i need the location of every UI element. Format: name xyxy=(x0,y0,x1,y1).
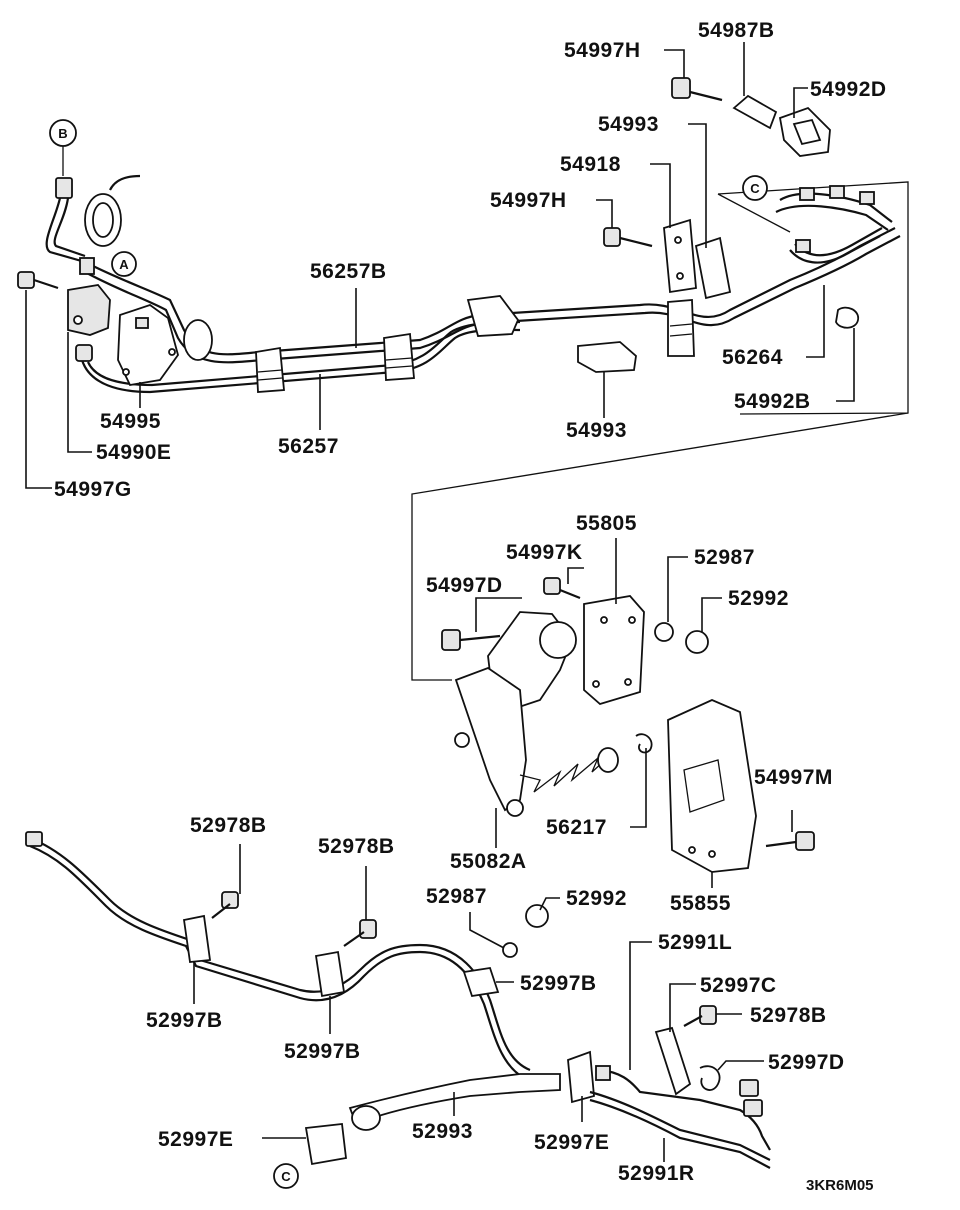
part-label: 52997B xyxy=(146,1009,223,1032)
part-label: 56217 xyxy=(546,816,607,839)
diagram-code: 3KR6M05 xyxy=(806,1177,874,1194)
part-label: 55082A xyxy=(450,850,527,873)
part-label: 54918 xyxy=(560,153,621,176)
part-labels: 54997H 54987B 54992D 54993 54918 54997H … xyxy=(54,19,887,1185)
part-label: 56257B xyxy=(310,260,387,283)
ref-marker-a: A xyxy=(119,257,129,272)
pipe-clip xyxy=(255,346,285,393)
part-label: 56264 xyxy=(722,346,783,369)
part-label: 56257 xyxy=(278,435,339,458)
part-label: 52991L xyxy=(658,931,732,954)
part-label: 54995 xyxy=(100,410,161,433)
part-label: 52997B xyxy=(284,1040,361,1063)
part-label: 54997D xyxy=(426,574,503,597)
leader-lines xyxy=(25,42,855,1162)
ref-marker-c-upper: C xyxy=(750,181,760,196)
part-label: 52993 xyxy=(412,1120,473,1143)
ref-marker-c-lower: C xyxy=(281,1169,291,1184)
lower-line-assembly xyxy=(25,831,771,1189)
part-label: 52987 xyxy=(694,546,755,569)
pipe-clip xyxy=(466,295,520,337)
pipe-clip xyxy=(383,332,415,381)
part-label: 54993 xyxy=(598,113,659,136)
part-label: 54990E xyxy=(96,441,171,464)
part-label: 52992 xyxy=(566,887,627,910)
part-label: 54992D xyxy=(810,78,887,101)
part-label: 52997D xyxy=(768,1051,845,1074)
part-label: 55855 xyxy=(670,892,731,915)
part-label: 55805 xyxy=(576,512,637,535)
part-label: 54997K xyxy=(506,541,583,564)
part-label: 52992 xyxy=(728,587,789,610)
part-label: 54997H xyxy=(564,39,641,62)
part-label: 54997G xyxy=(54,478,132,501)
part-label: 52978B xyxy=(318,835,395,858)
part-label: 54992B xyxy=(734,390,811,413)
pedal-assembly xyxy=(411,412,909,873)
part-label: 52997E xyxy=(158,1128,233,1151)
part-label: 52978B xyxy=(190,814,267,837)
part-label: 54997M xyxy=(754,766,833,789)
part-label: 52997C xyxy=(700,974,777,997)
pipe-clip xyxy=(667,299,695,357)
part-label: 52997E xyxy=(534,1131,609,1154)
part-label: 52978B xyxy=(750,1004,827,1027)
part-label: 54997H xyxy=(490,189,567,212)
part-label: 54993 xyxy=(566,419,627,442)
part-label: 52987 xyxy=(426,885,487,908)
ref-marker-b: B xyxy=(58,126,67,141)
upper-pipe-assembly xyxy=(17,77,909,415)
part-label: 54987B xyxy=(698,19,775,42)
part-label: 52991R xyxy=(618,1162,695,1185)
part-label: 52997B xyxy=(520,972,597,995)
